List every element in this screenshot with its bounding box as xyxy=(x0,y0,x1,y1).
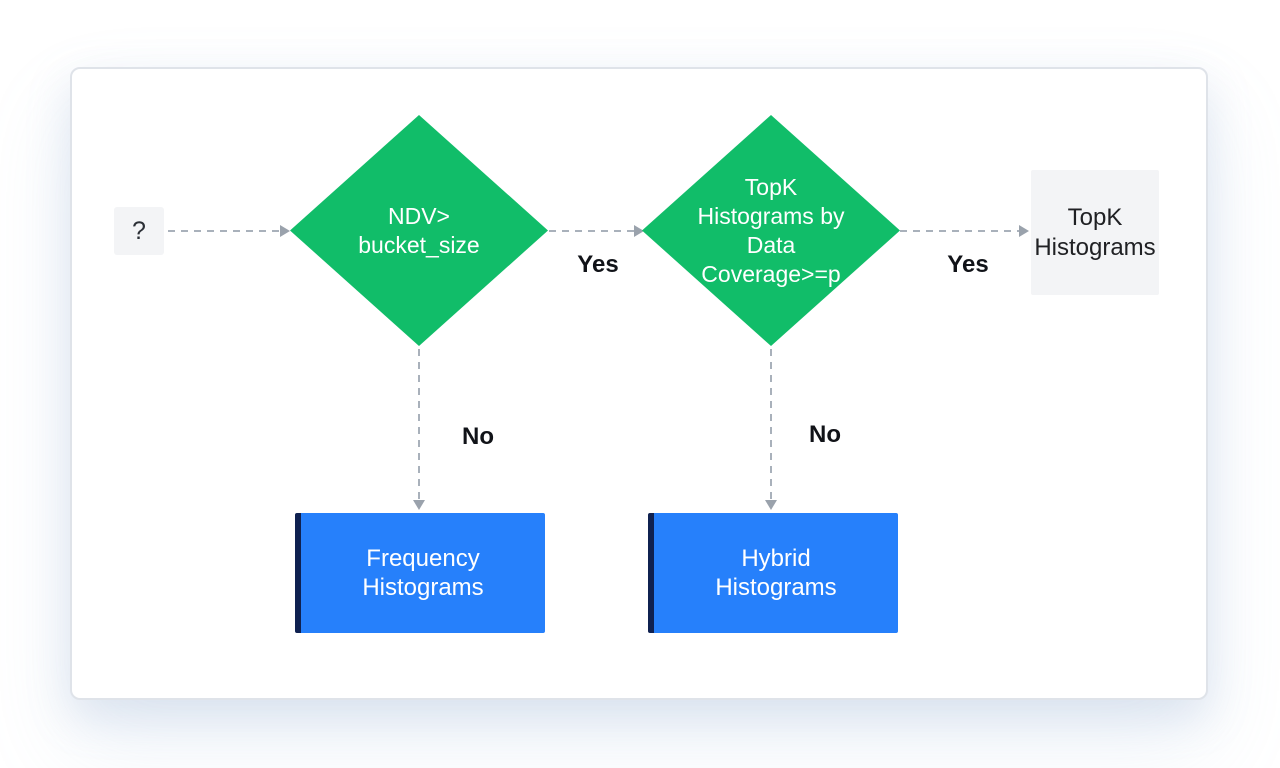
edge-label-no: No xyxy=(809,421,841,448)
decision-ndv-line: bucket_size xyxy=(358,231,480,258)
result-frequency-line: Histograms xyxy=(362,574,484,601)
result-frequency-line: Frequency xyxy=(366,545,480,572)
result-topk-line: TopK xyxy=(1067,203,1123,231)
result-hybrid-line: Hybrid xyxy=(741,545,811,572)
connector-layer xyxy=(168,225,1029,510)
decision-topk-line: Histograms by xyxy=(697,202,845,229)
arrow-right-icon xyxy=(280,225,290,237)
result-node-frequency-histograms[interactable]: Frequency Histograms xyxy=(295,513,545,633)
edge-decision2-to-topk xyxy=(900,225,1029,237)
decision-node-ndv[interactable]: NDV> bucket_size xyxy=(290,115,548,346)
decision-topk-line: TopK xyxy=(744,173,798,200)
edge-decision1-to-decision2 xyxy=(549,225,644,237)
arrow-right-icon xyxy=(634,225,644,237)
arrow-right-icon xyxy=(1019,225,1029,237)
flowchart-card: ? NDV> bucket_size TopK Histograms by Da… xyxy=(70,67,1208,700)
edge-label-yes: Yes xyxy=(947,251,989,278)
decision-node-topk-coverage[interactable]: TopK Histograms by Data Coverage>=p xyxy=(642,115,900,346)
edge-label-no: No xyxy=(462,423,494,450)
arrow-down-icon xyxy=(765,500,777,510)
decision-topk-line: Coverage>=p xyxy=(701,260,841,287)
edge-label-yes: Yes xyxy=(577,251,619,278)
result-hybrid-line: Histograms xyxy=(715,574,837,601)
edge-start-to-decision1 xyxy=(168,225,290,237)
edge-decision1-to-frequency xyxy=(413,349,425,510)
arrow-down-icon xyxy=(413,500,425,510)
result-topk-line: Histograms xyxy=(1034,233,1156,261)
result-node-topk-histograms[interactable]: TopK Histograms xyxy=(1031,170,1159,295)
decision-topk-line: Data xyxy=(746,231,796,258)
edge-decision2-to-hybrid xyxy=(765,349,777,510)
start-node[interactable]: ? xyxy=(114,207,164,255)
start-node-label: ? xyxy=(132,216,146,245)
decision-ndv-line: NDV> xyxy=(388,202,450,229)
result-node-hybrid-histograms[interactable]: Hybrid Histograms xyxy=(648,513,898,633)
